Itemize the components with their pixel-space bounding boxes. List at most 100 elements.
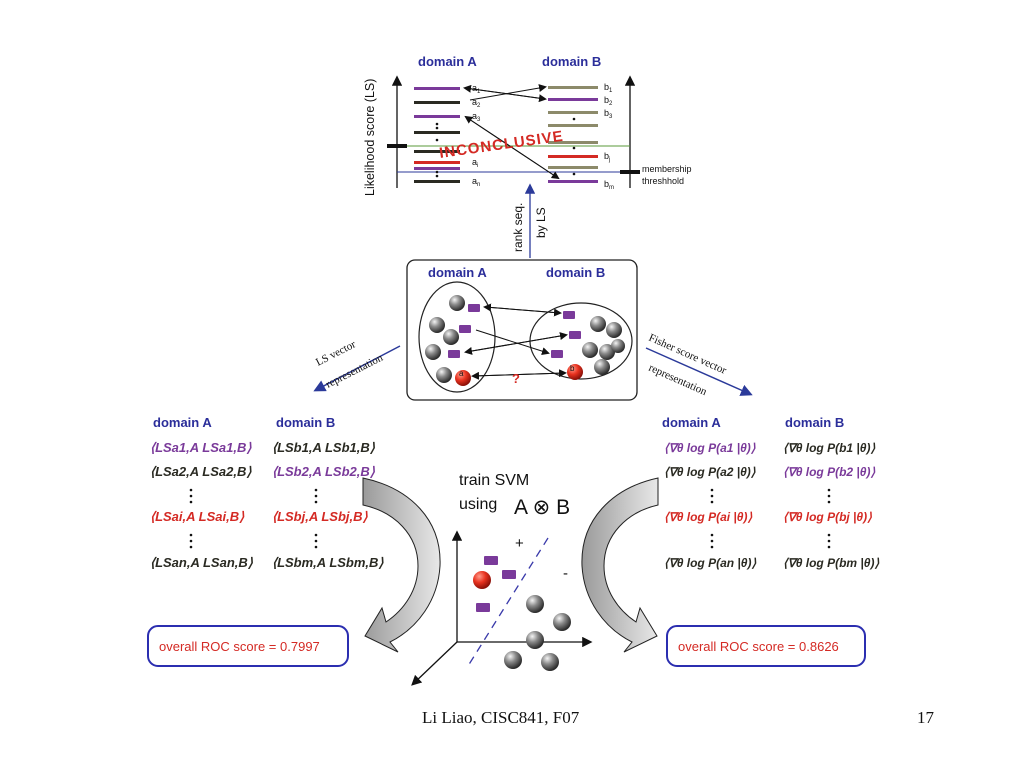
svm-minus: - bbox=[563, 565, 568, 582]
left-header-a: domain A bbox=[153, 415, 212, 430]
svm-positive-points bbox=[476, 556, 516, 612]
right-roc-score: overall ROC score = 0.8626 bbox=[678, 639, 839, 654]
question-mark: ? bbox=[512, 371, 520, 386]
labels-a: a1 a2 a3 ai an bbox=[472, 83, 481, 188]
right-roc-box bbox=[666, 625, 866, 667]
likelihood-panel: domain A domain B Likelihood score (LS) … bbox=[363, 54, 692, 258]
svm-z-axis bbox=[411, 641, 458, 686]
row-domain-b-2: ⟨∇θ log P(bj |θ)⟩ bbox=[783, 510, 872, 524]
right-curved-arrow bbox=[581, 477, 659, 653]
row-domain-b-3: ⟨LSbm,A LSbm,B⟩ bbox=[272, 555, 384, 570]
left-rep-arrow-line bbox=[313, 345, 401, 392]
row-domain-b-0: ⟨∇θ log P(b1 |θ)⟩ bbox=[783, 441, 875, 455]
row-domain-a-1: ⟨∇θ log P(a2 |θ)⟩ bbox=[664, 465, 756, 479]
red-ball-b bbox=[567, 364, 583, 380]
threshold-marker-right bbox=[620, 170, 640, 174]
right-rep-arrow-line bbox=[645, 347, 753, 396]
bar-b1 bbox=[548, 86, 598, 89]
bar-a-extra2 bbox=[414, 150, 460, 153]
svg-text:b3: b3 bbox=[604, 108, 613, 120]
rank-label-2: by LS bbox=[534, 207, 548, 238]
row-domain-a-0: ⟨∇θ log P(a1 |θ)⟩ bbox=[664, 441, 756, 455]
row-domain-b-3: ⟨∇θ log P(bm |θ)⟩ bbox=[783, 556, 879, 570]
right-representation-arrow: Fisher score vector representation bbox=[645, 332, 753, 398]
svm-plus: + bbox=[515, 535, 524, 552]
y-axis-label: Likelihood score (LS) bbox=[363, 79, 377, 196]
row-domain-b-2: ⟨LSbj,A LSbj,B⟩ bbox=[272, 509, 369, 524]
cluster-b-balls bbox=[582, 316, 625, 375]
cluster-a-rects bbox=[448, 304, 480, 358]
box-domain-a-title: domain A bbox=[428, 265, 487, 280]
left-ls-table: domain A domain B ⟨LSa1,A LSa1,B⟩ ⟨LSa2,A… bbox=[147, 415, 384, 667]
domain-box: domain A domain B a bbox=[406, 259, 638, 401]
bar-a-extra1 bbox=[414, 131, 460, 134]
svg-text:a2: a2 bbox=[472, 97, 481, 109]
rank-label-1: rank seq. bbox=[511, 203, 525, 252]
red-ball-a-label: a bbox=[459, 369, 464, 378]
left-roc-box bbox=[147, 625, 349, 667]
match-arrows bbox=[463, 84, 560, 180]
red-ball-b-label: b bbox=[570, 364, 575, 373]
right-fisher-table: domain A domain B ⟨∇θ log P(a1 |θ)⟩⟨∇θ l… bbox=[662, 415, 879, 667]
bar-b3 bbox=[548, 111, 598, 114]
svg-text:an: an bbox=[472, 176, 480, 188]
cluster-b-rects bbox=[551, 311, 581, 358]
bar-a3 bbox=[414, 115, 460, 118]
threshold-marker-left bbox=[387, 144, 407, 148]
bar-b-extra1 bbox=[548, 124, 598, 127]
svm-negative-points bbox=[504, 595, 571, 671]
svm-line-1: train SVM bbox=[459, 472, 529, 489]
bar-a1 bbox=[414, 87, 460, 90]
bar-an bbox=[414, 180, 460, 183]
svg-text:b2: b2 bbox=[604, 95, 613, 107]
right-header-a: domain A bbox=[662, 415, 721, 430]
bar-b2 bbox=[548, 98, 598, 101]
cluster-a-balls bbox=[425, 295, 465, 383]
svm-red-point bbox=[473, 571, 491, 589]
bar-bm bbox=[548, 180, 598, 183]
row-domain-a-2: ⟨∇θ log P(ai |θ)⟩ bbox=[664, 510, 752, 524]
cluster-a bbox=[418, 281, 496, 393]
bar-bj bbox=[548, 155, 598, 158]
bar-b-extra2 bbox=[548, 141, 598, 144]
left-header-b: domain B bbox=[276, 415, 335, 430]
svg-text:a3: a3 bbox=[472, 111, 481, 123]
left-rep-label-1: LS vector bbox=[314, 338, 358, 368]
svg-text:ai: ai bbox=[472, 157, 478, 169]
right-table-rows: ⟨∇θ log P(a1 |θ)⟩ ⟨∇θ log P(a2 |θ)⟩ ⟨∇θ lo… bbox=[664, 441, 879, 570]
dots-a bbox=[435, 122, 439, 178]
red-ball-a bbox=[455, 370, 471, 386]
right-header-b: domain B bbox=[785, 415, 844, 430]
svm-panel: train SVM using A ⊗ B + - bbox=[411, 472, 593, 686]
box-domain-b-title: domain B bbox=[546, 265, 605, 280]
svm-line-2: using bbox=[459, 496, 497, 513]
bar-ai bbox=[414, 161, 460, 164]
left-curved-arrow bbox=[362, 477, 441, 653]
row-domain-b-0: ⟨LSb1,A LSb1,B⟩ bbox=[272, 440, 376, 455]
row-domain-a-2: ⟨LSai,A LSai,B⟩ bbox=[150, 509, 245, 524]
svg-text:b1: b1 bbox=[604, 82, 613, 94]
svg-text:bm: bm bbox=[604, 179, 614, 191]
left-representation-arrow: LS vector representation bbox=[313, 338, 401, 392]
row-domain-a-0: ⟨LSa1,A LSa1,B⟩ bbox=[150, 440, 252, 455]
bar-b-extra3 bbox=[548, 166, 598, 169]
row-domain-a-3: ⟨LSan,A LSan,B⟩ bbox=[150, 555, 254, 570]
top-domain-a-title: domain A bbox=[418, 54, 477, 69]
membership-label: membership bbox=[642, 164, 692, 174]
svm-formula: A ⊗ B bbox=[514, 496, 570, 519]
svg-text:a1: a1 bbox=[472, 83, 481, 95]
svg-text:bj: bj bbox=[604, 151, 610, 163]
labels-b: b1 b2 b3 bj bm bbox=[604, 82, 614, 191]
threshold-label: threshhold bbox=[642, 176, 684, 186]
top-domain-b-title: domain B bbox=[542, 54, 601, 69]
domain-box-frame bbox=[406, 259, 638, 401]
svm-separator bbox=[467, 537, 549, 667]
row-domain-a-3: ⟨∇θ log P(an |θ)⟩ bbox=[664, 556, 756, 570]
left-roc-score: overall ROC score = 0.7997 bbox=[159, 639, 320, 654]
bar-a-extra3 bbox=[414, 167, 460, 170]
bar-a2 bbox=[414, 101, 460, 104]
row-domain-a-1: ⟨LSa2,A LSa2,B⟩ bbox=[150, 464, 252, 479]
slide-number: 17 bbox=[917, 708, 934, 727]
right-table-dots bbox=[710, 488, 831, 549]
